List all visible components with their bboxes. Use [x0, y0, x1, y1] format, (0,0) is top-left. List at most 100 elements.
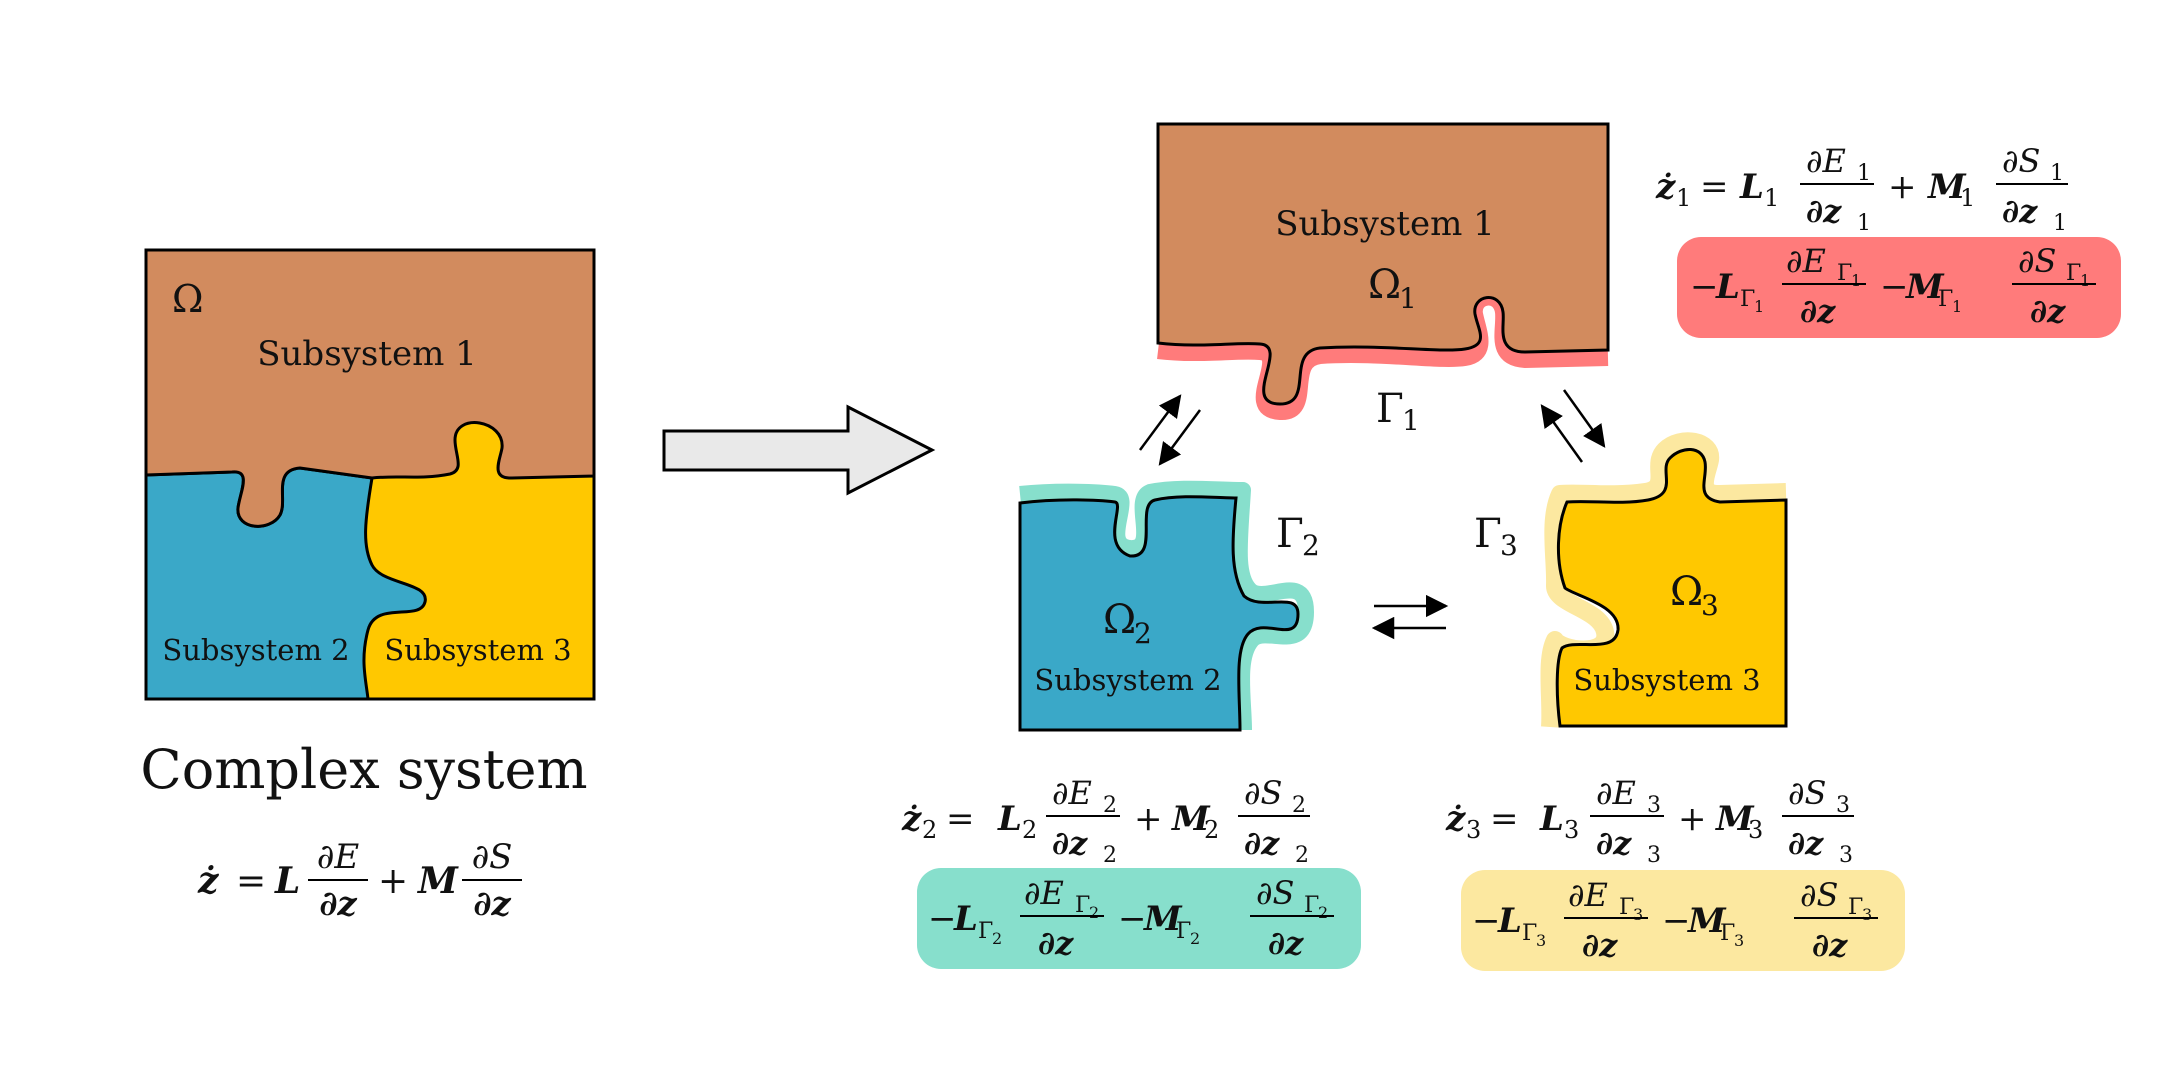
e3-plus: +: [1678, 799, 1707, 839]
gamma-3-symbol: Γ: [1474, 511, 1502, 557]
e1-dz-2-sub: 1: [2053, 211, 2067, 236]
e1-dE-sub: 1: [1857, 161, 1871, 186]
e1-LG-gamma-sub: 1: [1754, 297, 1764, 316]
e3-dEG-gamma-sub: 3: [1633, 905, 1643, 924]
e1-dSG-gamma-sub: 1: [2080, 271, 2090, 290]
e3-dz-4: ∂z: [1812, 926, 1848, 964]
e1-dE: ∂E: [1806, 142, 1846, 180]
e2-dS: ∂S: [1244, 774, 1282, 812]
e1-boundary-box: [1677, 237, 2121, 338]
e1-L-sub: 1: [1764, 184, 1779, 212]
e2-dz-2-sub: 2: [1295, 843, 1309, 868]
e3-M-sub: 3: [1748, 816, 1763, 844]
e2-dEG-gamma: Γ: [1075, 893, 1090, 918]
gamma-2-halo: [1019, 480, 1314, 731]
e2-equals: =: [946, 799, 975, 839]
complex-system-puzzle: Ω Subsystem 1 Subsystem 2 Subsystem 3: [144, 248, 596, 701]
omega-3-symbol: Ω: [1670, 569, 1703, 615]
e3-zdot: ż: [1445, 799, 1466, 839]
eq-L: L: [274, 860, 300, 902]
e1-LG: L: [1715, 267, 1740, 307]
arrow-1-to-2: [1158, 409, 1202, 466]
e3-dE: ∂E: [1596, 774, 1636, 812]
subsystem-1-piece: Subsystem 1 Ω 1: [1156, 122, 1610, 420]
e3-dz-2: ∂z: [1788, 824, 1824, 862]
subsystem-1-shape: [1156, 122, 1610, 406]
e3-dSG-gamma: Γ: [1848, 895, 1863, 920]
e3-MG-gamma: Γ: [1720, 921, 1735, 946]
complex-system-equation: ż = L ∂E ∂z + M ∂S ∂z: [197, 837, 522, 924]
left-subsystem-1-label: Subsystem 1: [257, 334, 477, 374]
subsystem-2-shape: [1018, 495, 1300, 732]
e1-dSG: ∂S: [2018, 242, 2056, 280]
eq-dS: ∂S: [472, 837, 513, 877]
omega-3-subscript: 3: [1701, 589, 1719, 622]
e2-plus: +: [1134, 799, 1163, 839]
eq-equals: =: [236, 861, 266, 902]
e1-equals: =: [1700, 167, 1729, 207]
e3-dSG-gamma-sub: 3: [1862, 905, 1872, 924]
gamma-3-subscript: 3: [1500, 529, 1518, 562]
e3-boundary-box: [1461, 870, 1905, 971]
left-subsystem-1-region: [144, 248, 596, 528]
e2-dSG-gamma-sub: 2: [1318, 903, 1328, 922]
e1-dEG-gamma-sub: 1: [1851, 271, 1861, 290]
e1-minus-1: −: [1690, 267, 1719, 307]
e1-dz-3: ∂z: [1800, 292, 1836, 330]
e1-MG: M: [1905, 267, 1945, 307]
e1-dS-sub: 1: [2050, 161, 2064, 186]
e3-LG: L: [1497, 901, 1522, 941]
e3-dz-2-sub: 3: [1839, 843, 1853, 868]
e2-LG-gamma: Γ: [978, 919, 993, 944]
gamma-2-symbol: Γ: [1276, 511, 1304, 557]
e1-dz-1-sub: 1: [1857, 211, 1871, 236]
e2-LG-gamma-sub: 2: [992, 929, 1002, 948]
e1-MG-gamma: Γ: [1938, 287, 1953, 312]
e2-dE: ∂E: [1052, 774, 1092, 812]
e2-L-sub: 2: [1022, 816, 1037, 844]
left-subsystem-3-label: Subsystem 3: [384, 633, 571, 667]
e3-dz-1-sub: 3: [1647, 843, 1661, 868]
e1-dz-4: ∂z: [2030, 292, 2066, 330]
e1-LG-gamma: Γ: [1740, 287, 1755, 312]
gamma-2-subscript: 2: [1302, 529, 1320, 562]
subsystem-2-piece: Ω 2 Subsystem 2: [1018, 480, 1314, 732]
e2-MG: M: [1143, 899, 1183, 939]
omega-2-symbol: Ω: [1103, 597, 1136, 643]
e1-dz-2: ∂z: [2002, 192, 2038, 230]
e2-dz-4: ∂z: [1268, 924, 1304, 962]
e3-dE-sub: 3: [1647, 793, 1661, 818]
e3-minus-2: −: [1662, 901, 1691, 941]
decomposition-arrow: [662, 404, 936, 496]
arrow-1-to-3: [1562, 389, 1606, 448]
e2-M-sub: 2: [1204, 816, 1219, 844]
e2-zdot: ż: [901, 799, 922, 839]
e1-zdot: ż: [1655, 167, 1676, 207]
e1-dz-1: ∂z: [1806, 192, 1842, 230]
e1-MG-gamma-sub: 1: [1952, 297, 1962, 316]
e2-minus-2: −: [1118, 899, 1147, 939]
e2-dE-sub: 2: [1103, 793, 1117, 818]
e3-minus-1: −: [1472, 901, 1501, 941]
e1-zdot-sub: 1: [1676, 184, 1691, 212]
omega-1-subscript: 1: [1399, 282, 1417, 315]
e3-MG-gamma-sub: 3: [1734, 931, 1744, 950]
subsystem-1-label: Subsystem 1: [1275, 204, 1495, 244]
e3-dEG-gamma: Γ: [1619, 895, 1634, 920]
eq-dE: ∂E: [317, 837, 360, 877]
e2-dz-2: ∂z: [1244, 824, 1280, 862]
e2-dEG: ∂E: [1024, 874, 1064, 912]
e2-dS-sub: 2: [1292, 793, 1306, 818]
e3-dz-1: ∂z: [1596, 824, 1632, 862]
e2-dz-1-sub: 2: [1103, 843, 1117, 868]
e3-zdot-sub: 3: [1466, 816, 1481, 844]
complex-system-caption: Complex system: [140, 738, 587, 801]
e3-equals: =: [1490, 799, 1519, 839]
e3-L-sub: 3: [1564, 816, 1579, 844]
e2-minus-1: −: [928, 899, 957, 939]
exchange-arrows: [1138, 389, 1606, 640]
omega-1-symbol: Ω: [1368, 262, 1401, 308]
eq-zdot: ż: [197, 860, 220, 902]
e2-L: L: [997, 799, 1022, 839]
arrow-3-to-1: [1540, 404, 1584, 463]
